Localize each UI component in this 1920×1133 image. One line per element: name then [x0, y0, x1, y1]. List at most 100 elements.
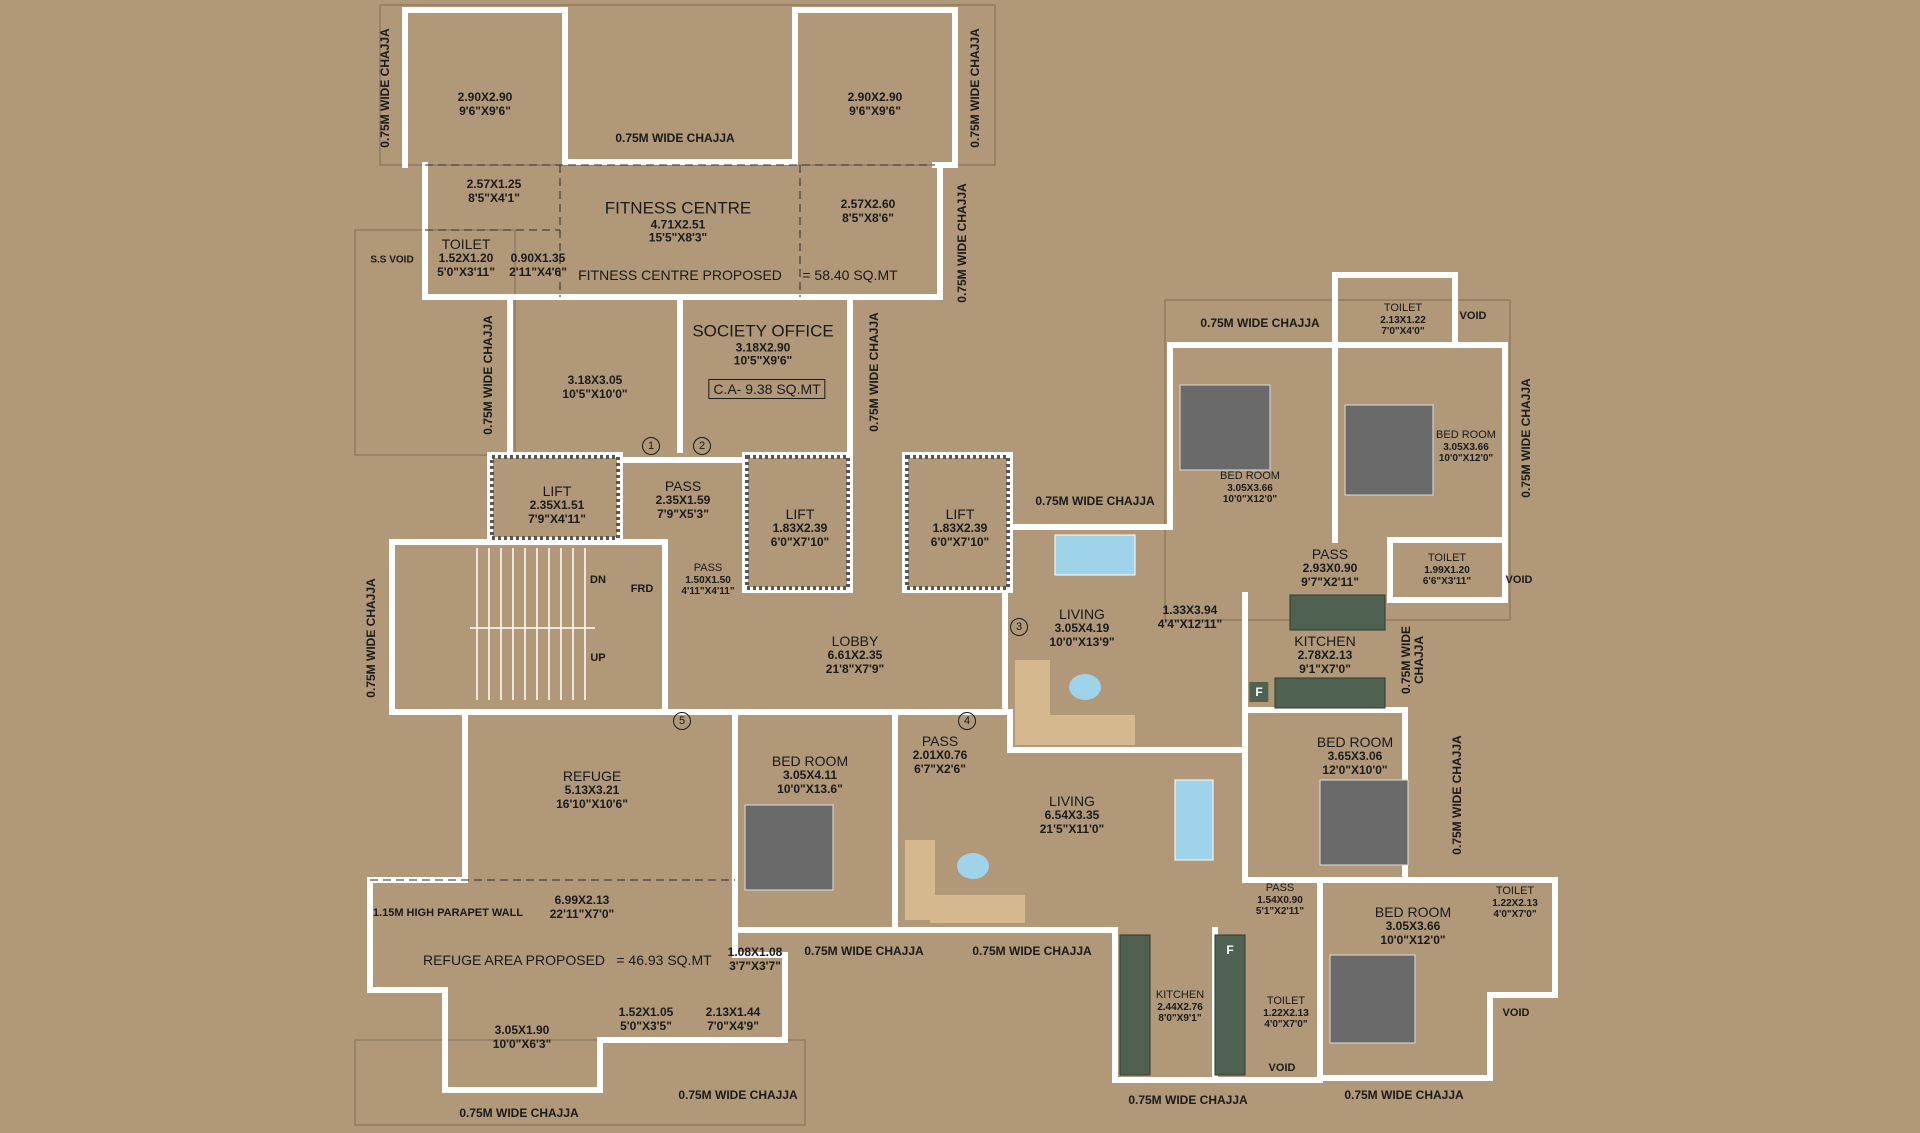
wall-bed-4-top — [1242, 877, 1558, 998]
void-note-3: VOID — [1502, 1007, 1530, 1019]
chajja-label-15: 0.75M WIDE CHAJJA — [678, 1088, 798, 1102]
marker-2: 2 — [693, 437, 711, 455]
fitness-proposed-note: FITNESS CENTRE PROPOSED — [578, 267, 782, 283]
marker-1: 1 — [642, 437, 660, 455]
wall-refuge-bottom — [442, 709, 788, 1093]
refuge-proposed-note: REFUGE AREA PROPOSED — [422, 952, 606, 968]
staircase-treads — [470, 548, 595, 700]
chajja-label-7: 0.75M WIDE CHAJJA — [1200, 316, 1320, 330]
chajja-label-18: 0.75M WIDE CHAJJA — [1344, 1088, 1464, 1102]
chajja-outline-left — [354, 229, 516, 456]
chajja-label-5: 0.75M WIDE CHAJJA — [481, 315, 495, 435]
void-note-2: VOID — [1505, 574, 1533, 586]
kitchen-2-counter-left — [1119, 934, 1151, 1076]
stair-up-note: UP — [590, 652, 606, 664]
lift-hatch-3 — [905, 455, 1010, 590]
chajja-label-9: 0.75M WIDE CHAJJA — [1519, 378, 1533, 498]
marker-4: 4 — [958, 712, 976, 730]
wall-apt-a-top — [1007, 709, 1243, 753]
wall-toilet-top — [1332, 272, 1458, 348]
marker-5: 5 — [673, 712, 691, 730]
wall-kitchen-2 — [1112, 927, 1323, 1083]
chajja-label-16: 0.75M WIDE CHAJJA — [459, 1106, 579, 1120]
chajja-label-10: 0.75M WIDE CHAJJA — [364, 578, 378, 698]
kitchen-1-counter-top — [1289, 594, 1386, 631]
carpet-area-box: C.A- 9.38 SQ.MT — [708, 379, 826, 399]
wall-balcony-left — [402, 7, 568, 168]
wall-bed-4 — [1317, 877, 1493, 1081]
chajja-label-2: 0.75M WIDE CHAJJA — [615, 131, 735, 145]
chajja-label-12: 0.75M WIDE CHAJJA — [1450, 735, 1464, 855]
wall-toilet-right — [1387, 537, 1508, 603]
kitchen-1-counter-bottom — [1274, 677, 1386, 709]
wall-refuge-left — [367, 709, 468, 1093]
chajja-label-14: 0.75M WIDE CHAJJA — [972, 944, 1092, 958]
fridge-label-2: F — [1220, 940, 1240, 960]
chajja-label-8: 0.75M WIDE CHAJJA — [1035, 494, 1155, 508]
void-note-4: VOID — [1268, 1062, 1296, 1074]
chajja-label-3: 0.75M WIDE CHAJJA — [968, 28, 982, 148]
chajja-label-6: 0.75M WIDE CHAJJA — [867, 312, 881, 432]
ss-void-note: S.S VOID — [370, 254, 414, 266]
wall-fitness-bottom — [507, 162, 943, 300]
wall-fitness-left — [422, 162, 513, 300]
chajja-label-4: 0.75M WIDE CHAJJA — [955, 183, 969, 303]
parapet-wall-note: 1.15M HIGH PARAPET WALL — [372, 907, 524, 919]
stair-dn-note: DN — [590, 574, 606, 586]
furniture — [905, 534, 1214, 923]
void-note-1: VOID — [1459, 310, 1487, 322]
fitness-area-note: = 58.40 SQ.MT — [802, 267, 898, 283]
wall-stair-outer — [389, 539, 1008, 715]
lift-hatch-1 — [490, 455, 620, 540]
beds — [744, 384, 1434, 1044]
wall-stair-top — [389, 539, 668, 715]
wall-apt-a-outer — [732, 709, 1113, 933]
fridge-label-1: F — [1249, 682, 1269, 702]
chajja-label-17: 0.75M WIDE CHAJJA — [1128, 1093, 1248, 1107]
lift-hatch-2 — [745, 455, 850, 590]
chajja-label-13: 0.75M WIDE CHAJJA — [804, 944, 924, 958]
chajja-split-line-2: CHAJJA — [1412, 635, 1426, 685]
refuge-area-note: = 46.93 SQ.MT — [616, 952, 712, 968]
chajja-outline-bottom — [354, 1039, 806, 1126]
